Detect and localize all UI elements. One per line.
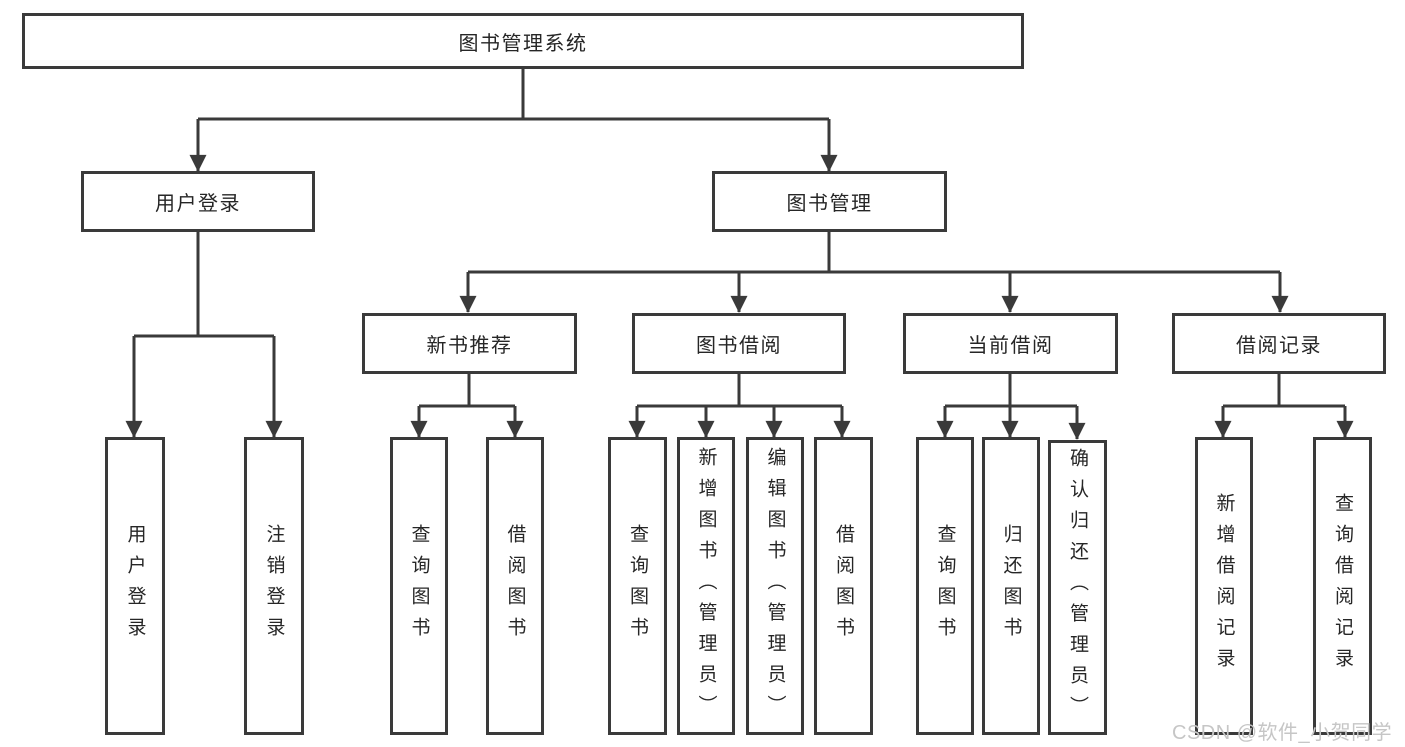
node-label: 注销登录 — [263, 524, 285, 648]
node-label: 查询借阅记录 — [1332, 493, 1353, 679]
node-bb-query-books: 查询图书 — [608, 437, 667, 735]
node-br-query-record: 查询借阅记录 — [1313, 437, 1372, 735]
node-cb-confirm-return-admin: 确认归还（管理员） — [1048, 440, 1107, 735]
node-cb-query-books: 查询图书 — [916, 437, 974, 735]
connector-current-borrowing-bus — [945, 374, 1077, 408]
node-label: 新书推荐 — [426, 335, 513, 357]
connector-user-login-bus — [134, 232, 274, 338]
node-label: 查询图书 — [934, 524, 956, 648]
node-label: 查询图书 — [408, 524, 430, 648]
node-current-borrowing: 当前借阅 — [903, 313, 1118, 374]
node-bb-add-book-admin: 新增图书（管理员） — [677, 437, 735, 735]
node-label: 用户登录 — [155, 193, 241, 215]
node-bb-edit-book-admin: 编辑图书（管理员） — [746, 437, 804, 735]
node-label: 借阅记录 — [1236, 335, 1322, 357]
connector-borrowing-records-bus — [1223, 374, 1345, 408]
node-user-login-leaf: 用户登录 — [105, 437, 165, 735]
node-book-borrowing: 图书借阅 — [632, 313, 846, 374]
node-label: 新增借阅记录 — [1213, 493, 1235, 679]
node-label: 查询图书 — [627, 524, 648, 648]
node-label: 借阅图书 — [504, 524, 526, 648]
node-library-management-system: 图书管理系统 — [22, 13, 1024, 69]
node-label: 当前借阅 — [967, 335, 1054, 357]
connector-book-management-bus — [468, 232, 1280, 274]
node-cb-return-book: 归还图书 — [982, 437, 1040, 735]
connector-root-bus — [198, 69, 829, 121]
node-new-book-recommendation: 新书推荐 — [362, 313, 577, 374]
node-nb-query-books: 查询图书 — [390, 437, 448, 735]
node-label: 用户登录 — [124, 524, 146, 648]
node-label: 新增图书（管理员） — [695, 446, 717, 726]
node-label: 图书管理系统 — [458, 32, 588, 55]
connector-new-book-bus — [419, 374, 515, 408]
node-label: 确认归还（管理员） — [1067, 448, 1088, 727]
node-nb-borrow-books: 借阅图书 — [486, 437, 544, 735]
node-label: 编辑图书（管理员） — [764, 446, 786, 726]
csdn-watermark: CSDN @软件_小贺同学 — [1172, 722, 1393, 744]
node-label: 图书管理 — [786, 193, 873, 215]
node-br-add-record: 新增借阅记录 — [1195, 437, 1253, 735]
connector-book-borrowing-bus — [637, 374, 842, 408]
node-label: 图书借阅 — [696, 335, 782, 357]
node-borrowing-records: 借阅记录 — [1172, 313, 1386, 374]
node-book-management: 图书管理 — [712, 171, 947, 232]
node-logout-leaf: 注销登录 — [244, 437, 304, 735]
node-label: 归还图书 — [1000, 524, 1022, 648]
node-bb-borrow-books: 借阅图书 — [814, 437, 873, 735]
node-user-login: 用户登录 — [81, 171, 315, 232]
node-label: 借阅图书 — [833, 524, 854, 648]
